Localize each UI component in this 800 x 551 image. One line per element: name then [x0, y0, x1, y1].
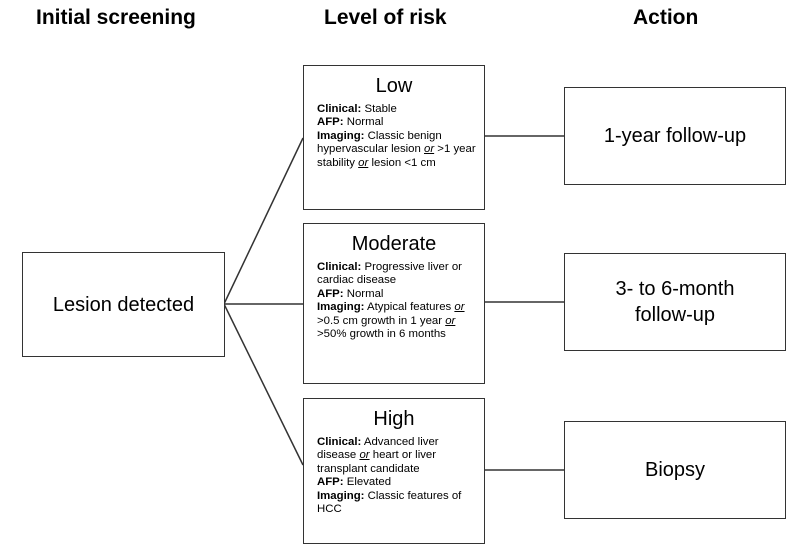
low-clinical: Clinical: Stable	[317, 103, 397, 115]
action-box-1-year: 1-year follow-up	[564, 87, 786, 185]
or-connector-text: or	[424, 143, 435, 156]
risk-criteria-low: Clinical: Stable AFP: Normal Imaging: Cl…	[304, 103, 484, 170]
connector-start-to-high	[223, 303, 304, 466]
moderate-clinical: Clinical: Progressive liver or cardiac d…	[317, 261, 462, 287]
low-afp: AFP: Normal	[317, 116, 384, 129]
risk-box-high: High Clinical: Advanced liver disease or…	[303, 398, 485, 544]
low-imaging: Imaging: Classic benign hypervascular le…	[317, 129, 476, 169]
action-box-biopsy: Biopsy	[564, 421, 786, 519]
action-box-3-to-6-month: 3- to 6-month follow-up	[564, 253, 786, 351]
header-initial-screening: Initial screening	[36, 6, 196, 29]
lesion-detected-label: Lesion detected	[52, 293, 195, 316]
risk-title-low: Low	[375, 75, 413, 97]
risk-title-moderate: Moderate	[351, 233, 437, 255]
header-action: Action	[633, 6, 699, 29]
moderate-afp: AFP: Normal	[317, 287, 384, 300]
action-label-biopsy: Biopsy	[644, 459, 706, 481]
action-label-1-year: 1-year follow-up	[603, 125, 747, 147]
high-afp: AFP: Elevated	[317, 476, 392, 489]
risk-box-moderate: Moderate Clinical: Progressive liver or …	[303, 223, 485, 384]
action-label-3-to-6-month: 3- to 6-month follow-up	[615, 278, 735, 326]
or-connector-text: or	[454, 301, 465, 314]
connector-start-to-low	[223, 137, 304, 305]
moderate-imaging: Imaging: Atypical features or >0.5 cm gr…	[317, 301, 465, 341]
risk-title-high: High	[373, 408, 415, 430]
or-connector-text: or	[359, 449, 370, 462]
or-connector-text: or	[445, 314, 456, 327]
risk-criteria-high: Clinical: Advanced liver disease or hear…	[304, 436, 484, 516]
header-level-of-risk: Level of risk	[324, 6, 447, 29]
risk-criteria-moderate: Clinical: Progressive liver or cardiac d…	[304, 261, 484, 341]
lesion-detected-box: Lesion detected	[22, 252, 225, 357]
high-clinical: Clinical: Advanced liver disease or hear…	[317, 436, 439, 475]
high-imaging: Imaging: Classic features of HCC	[317, 489, 462, 516]
or-connector-text: or	[358, 156, 369, 169]
risk-box-low: Low Clinical: Stable AFP: Normal Imaging…	[303, 65, 485, 210]
